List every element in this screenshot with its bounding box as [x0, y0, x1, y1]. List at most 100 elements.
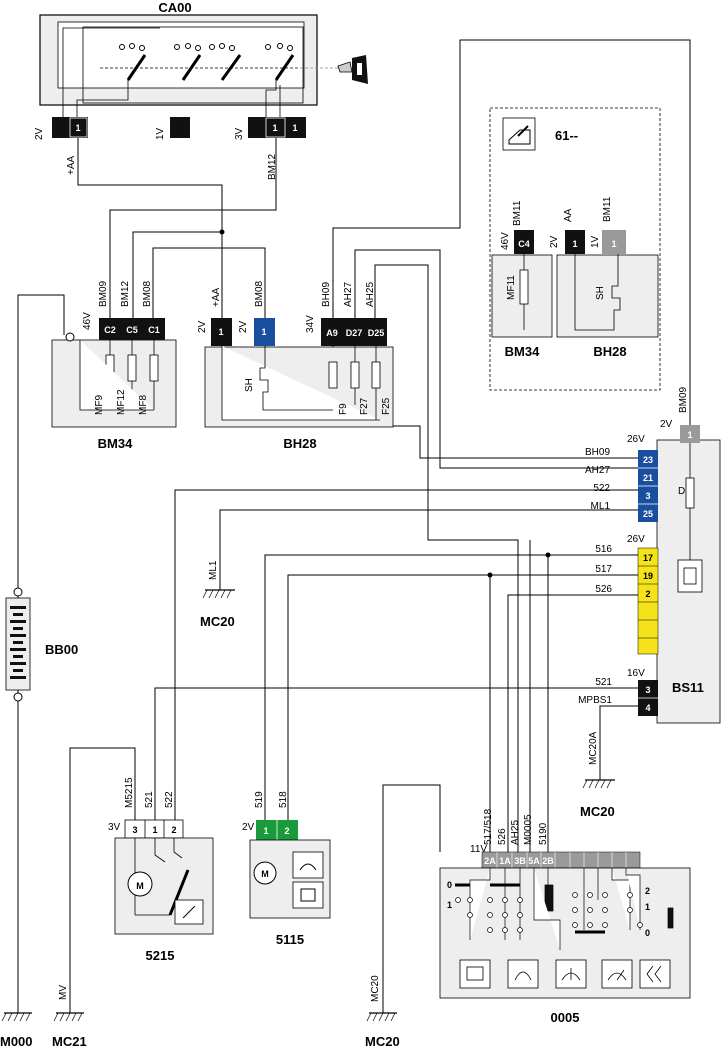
ca00-3v-pin-b: 1	[292, 123, 297, 133]
inset-bm11-wire: BM11	[512, 200, 523, 226]
bm34-fuses	[79, 340, 159, 411]
c0005-conn-label: 11V	[470, 844, 487, 855]
inset-1v-label: 1V	[590, 235, 601, 248]
c0005-switch-matrix	[455, 868, 674, 950]
bs11-diode-label: D	[678, 486, 685, 497]
bh28-2v-label: 2V	[197, 320, 208, 333]
option-icon	[508, 125, 531, 145]
motor-icon	[253, 861, 277, 885]
ca00-bm12-wire: BM12	[267, 153, 278, 180]
bs11-blue-wire-labels: BH09 AH27 522 ML1	[585, 447, 610, 512]
key-icon	[337, 55, 368, 84]
bs11-2v-label: 2V	[660, 419, 673, 430]
svg-text:AH27: AH27	[585, 465, 610, 476]
bh28-fuse-labels: F9 F27 F25	[338, 397, 392, 415]
bs11-blue-connector: 23 21 3 25	[638, 450, 658, 522]
bm34-component[interactable]: 46V C2 C5 C1 BM09 BM12 BM08 MF9 MF12 MF8…	[51, 280, 177, 451]
ca00-switch-contacts	[119, 43, 295, 81]
bs11-black-wire-labels: 521 MPBS1	[578, 677, 612, 706]
svg-text:D25: D25	[368, 328, 385, 338]
svg-text:3: 3	[645, 491, 650, 501]
option-inset-61[interactable]: 61-- C4 46V BM11 MF11 BM34 1 2V AA 1 1V …	[489, 107, 661, 391]
ground-mc20-b: MC20A MC20	[580, 731, 615, 819]
inset-mf11-label: MF11	[506, 275, 517, 300]
bs11-16v-label: 16V	[627, 668, 645, 679]
bh28-34v-pins: A9 D27 D25	[326, 328, 384, 338]
inset-aa-wire: AA	[563, 208, 574, 222]
ground-m000: M000	[0, 1012, 33, 1049]
mc20-b-label: MC20	[580, 804, 615, 819]
bb00-component[interactable]: BB00	[5, 587, 78, 702]
ml1-label: ML1	[208, 560, 219, 580]
inset-bm34-title: BM34	[505, 344, 540, 359]
svg-text:AH25: AH25	[365, 282, 376, 307]
ca00-3v-label: 3V	[234, 127, 245, 140]
svg-text:5190: 5190	[538, 822, 549, 845]
c5215-component[interactable]: M5215 521 522 3V 3 1 2 M 5215	[108, 777, 214, 963]
svg-text:521: 521	[595, 677, 612, 688]
svg-text:526: 526	[497, 828, 508, 845]
inset-c4-pin: C4	[518, 239, 530, 249]
bh28-2v-b-label: 2V	[238, 320, 249, 333]
svg-text:C2: C2	[104, 325, 116, 335]
bs11-internals	[677, 443, 703, 593]
svg-text:BM12: BM12	[120, 280, 131, 307]
mc20-a-label: MC20	[200, 614, 235, 629]
svg-text:ML1: ML1	[591, 501, 611, 512]
bs11-title: BS11	[672, 680, 704, 695]
ca00-title: CA00	[158, 0, 191, 15]
svg-text:MF12: MF12	[116, 389, 127, 415]
svg-text:BH09: BH09	[585, 447, 610, 458]
svg-text:21: 21	[643, 473, 653, 483]
svg-text:3: 3	[132, 825, 137, 835]
bh28-2v-b-pin: 1	[261, 327, 266, 337]
bs11-yellow-wire-labels: 516 517 526	[595, 544, 612, 595]
svg-text:0: 0	[645, 928, 650, 938]
inset-2v-label: 2V	[549, 235, 560, 248]
svg-text:+AA: +AA	[211, 287, 222, 307]
svg-text:25: 25	[643, 509, 653, 519]
svg-text:C5: C5	[126, 325, 138, 335]
svg-text:1: 1	[152, 825, 157, 835]
c5115-conn-label: 2V	[242, 822, 255, 833]
ground-mc20-c: MC20 MC20	[365, 975, 400, 1049]
mc20-c-label: MC20	[365, 1034, 400, 1049]
bs11-bm09-wire: BM09	[678, 386, 689, 413]
motor-icon	[127, 871, 153, 897]
svg-text:MF8: MF8	[138, 395, 149, 415]
svg-text:3: 3	[645, 685, 650, 695]
bs11-2v-pin: 1	[687, 430, 692, 440]
c5215-wire-522: 522	[164, 791, 175, 808]
ca00-2v-pin: 1	[75, 123, 80, 133]
svg-text:MF9: MF9	[94, 395, 105, 415]
ca00-2v-label: 2V	[34, 127, 45, 140]
ca00-component[interactable]: CA00 1 2V	[34, 0, 368, 180]
svg-text:5A: 5A	[528, 856, 540, 866]
bs11-component[interactable]: 2V BM09 1 D 26V 23 21 3 25 BH09 AH27 522…	[578, 386, 721, 724]
inset-bh28-title: BH28	[593, 344, 626, 359]
bm34-fuse-labels: MF9 MF12 MF8	[94, 389, 149, 415]
bs11-yellow-connector: 17 19 2	[637, 547, 659, 655]
svg-text:BM09: BM09	[98, 280, 109, 307]
svg-text:C1: C1	[148, 325, 160, 335]
inset-bm11b-wire: BM11	[602, 196, 613, 222]
svg-text:2: 2	[645, 886, 650, 896]
svg-text:BH09: BH09	[321, 282, 332, 307]
wash-icon	[507, 959, 539, 989]
bm34-title: BM34	[98, 436, 133, 451]
wire-junctions	[219, 229, 551, 578]
svg-text:2: 2	[284, 826, 289, 836]
bh28-2v-pin: 1	[218, 327, 223, 337]
c0005-component[interactable]: 11V 517/518 526 AH25 M0005 5190 2A 1A 3B…	[439, 808, 691, 1025]
rear-window-icon	[459, 959, 491, 989]
c5115-component[interactable]: 519 518 2V 1 2 M 5115	[242, 791, 331, 947]
c5215-title: 5215	[146, 948, 175, 963]
svg-text:517/518: 517/518	[483, 808, 494, 845]
svg-text:1A: 1A	[499, 856, 511, 866]
wires	[17, 39, 691, 1013]
c5215-wire-521: 521	[144, 791, 155, 808]
svg-text:19: 19	[643, 571, 653, 581]
bh28-component[interactable]: 2V 1 2V 1 34V A9 D27 D25 +AA BM08 BH09 A…	[197, 280, 394, 451]
ca00-connector-1v	[170, 117, 190, 138]
